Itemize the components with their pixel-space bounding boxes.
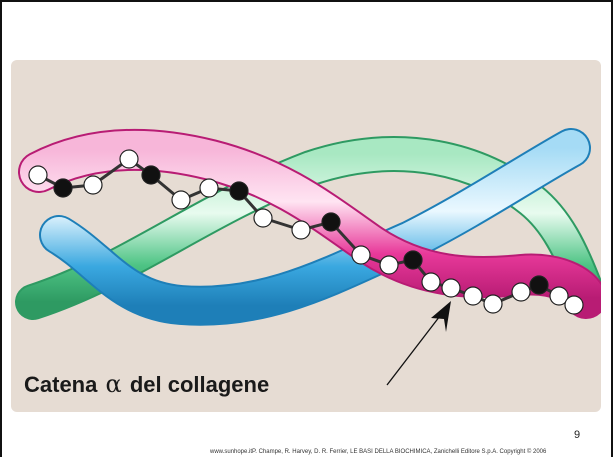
caption-suffix: del collagene xyxy=(130,372,269,397)
collagen-triple-helix-illustration xyxy=(11,60,601,412)
page-number: 9 xyxy=(574,429,580,441)
caption: Catena α del collagene xyxy=(24,370,269,398)
pointer-line xyxy=(387,312,443,385)
copyright-footer: www.sunhope.itP. Champe, R. Harvey, D. R… xyxy=(210,449,546,455)
illustration-panel xyxy=(11,60,601,412)
arrowhead-icon xyxy=(431,301,451,332)
caption-symbol: α xyxy=(105,370,121,398)
caption-prefix: Catena xyxy=(24,372,97,397)
